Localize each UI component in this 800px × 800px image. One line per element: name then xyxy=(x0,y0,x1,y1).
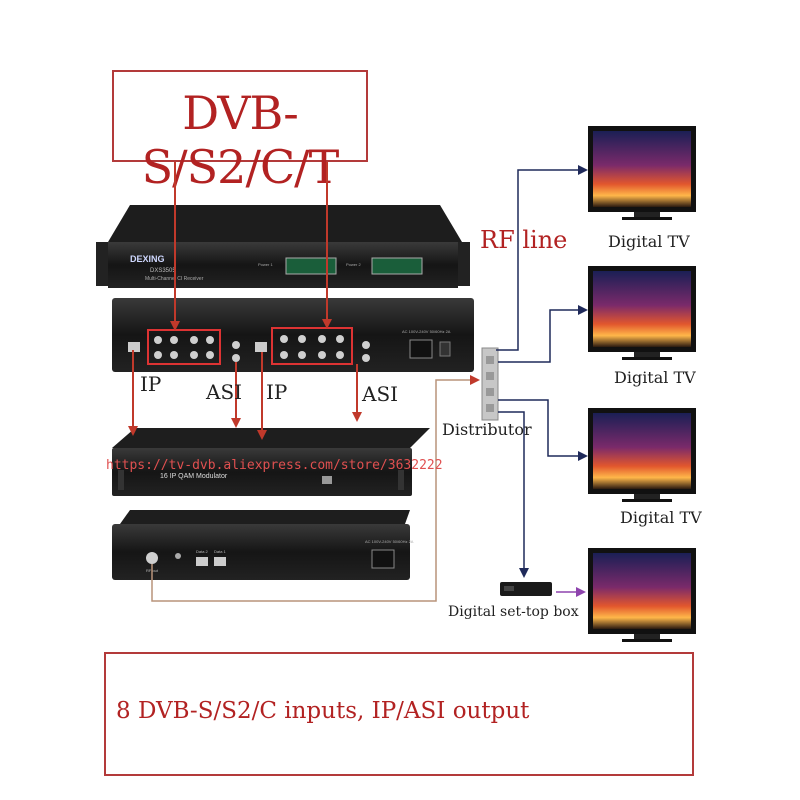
rf-cable xyxy=(151,375,480,602)
power-2-label: Power 2 xyxy=(346,262,361,267)
modulator-front xyxy=(112,428,430,496)
distributor xyxy=(481,347,499,421)
modulator-rear: Data 2 Data 1 RF out AC 100V-240V 50/60H… xyxy=(112,510,414,580)
receiver-front: DEXING DXS3505 Multi-Channel CI Receiver… xyxy=(96,205,470,288)
line-to-tv-1 xyxy=(496,165,588,351)
power-1-label: Power 1 xyxy=(258,262,273,267)
modulator-data2-label: Data 2 xyxy=(196,549,209,554)
description-text: 8 DVB-S/S2/C inputs, IP/ASI output xyxy=(116,698,530,724)
tuner-group-left xyxy=(147,329,221,365)
receiver-model: DXS3505 xyxy=(150,268,176,274)
receiver-brand: DEXING xyxy=(130,254,165,264)
line-to-tv-2 xyxy=(498,305,588,363)
description-box: 8 DVB-S/S2/C inputs, IP/ASI output xyxy=(104,652,694,776)
label-ip-right: IP xyxy=(266,380,288,404)
tuner-group-right xyxy=(271,327,353,365)
label-set-top-box: Digital set-top box xyxy=(448,604,579,620)
tv-1 xyxy=(588,126,696,220)
receiver-rear: AC 100V-240V 50/60Hz 2A xyxy=(112,298,474,372)
tv-2 xyxy=(588,266,696,360)
line-to-stb xyxy=(498,411,529,578)
receiver-ac-spec: AC 100V-240V 50/60Hz 2A xyxy=(402,329,451,334)
label-asi-right: ASI xyxy=(362,382,399,406)
label-distributor: Distributor xyxy=(442,420,532,439)
tv-3 xyxy=(588,408,696,502)
label-ip-left: IP xyxy=(140,372,162,396)
tv-2-label: Digital TV xyxy=(614,368,696,387)
tv-4 xyxy=(588,548,696,642)
modulator-ac-spec: AC 100V-240V 50/60Hz 2A xyxy=(365,539,414,544)
set-top-box xyxy=(500,582,552,596)
modulator-name: 16 IP QAM Modulator xyxy=(160,473,228,480)
label-rf-line: RF line xyxy=(480,226,568,254)
modulator-data1-label: Data 1 xyxy=(214,549,227,554)
tv-1-label: Digital TV xyxy=(608,232,690,251)
label-asi-left: ASI xyxy=(206,380,243,404)
line-to-tv-3 xyxy=(498,399,588,461)
watermark-url: https://tv-dvb.aliexpress.com/store/3632… xyxy=(106,458,443,473)
tv-3-label: Digital TV xyxy=(620,508,702,527)
